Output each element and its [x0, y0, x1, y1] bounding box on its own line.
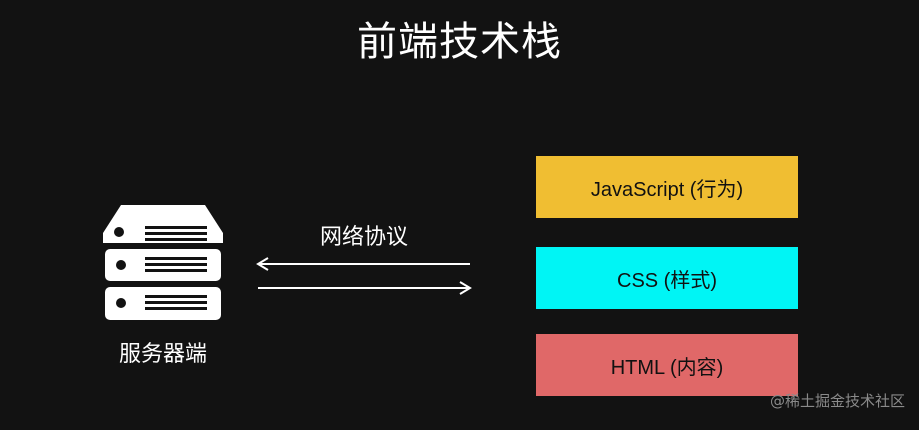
layer-javascript: JavaScript (行为): [536, 156, 798, 218]
server-vent-line: [145, 263, 207, 266]
protocol-label: 网络协议: [319, 225, 408, 250]
layer-label: CSS (样式): [617, 269, 717, 292]
server-vent-line: [145, 226, 207, 229]
arrow-left-icon: [256, 257, 470, 271]
server-vent-line: [145, 238, 207, 241]
layer-css: CSS (样式): [536, 247, 798, 309]
server-label: 服务器端: [118, 342, 207, 367]
arrow-right-icon: [258, 281, 472, 295]
server-stack-icon: [103, 205, 223, 320]
bidirectional-arrows: [256, 257, 472, 295]
server-vent-line: [145, 307, 207, 310]
layer-label: JavaScript (行为): [590, 178, 744, 201]
watermark: @稀土掘金技术社区: [769, 392, 905, 410]
server-led-middle: [116, 260, 126, 270]
server-vent-line: [145, 301, 207, 304]
server-led-bottom: [116, 298, 126, 308]
server-led-top: [114, 227, 124, 237]
server-vent-line: [145, 295, 207, 298]
layer-html: HTML (内容): [536, 334, 798, 396]
server-unit-top: [103, 205, 223, 243]
server-vent-line: [145, 232, 207, 235]
diagram-title: 前端技术栈: [357, 19, 562, 65]
layer-label: HTML (内容): [610, 356, 724, 379]
server-vent-line: [145, 269, 207, 272]
server-vent-line: [145, 257, 207, 260]
